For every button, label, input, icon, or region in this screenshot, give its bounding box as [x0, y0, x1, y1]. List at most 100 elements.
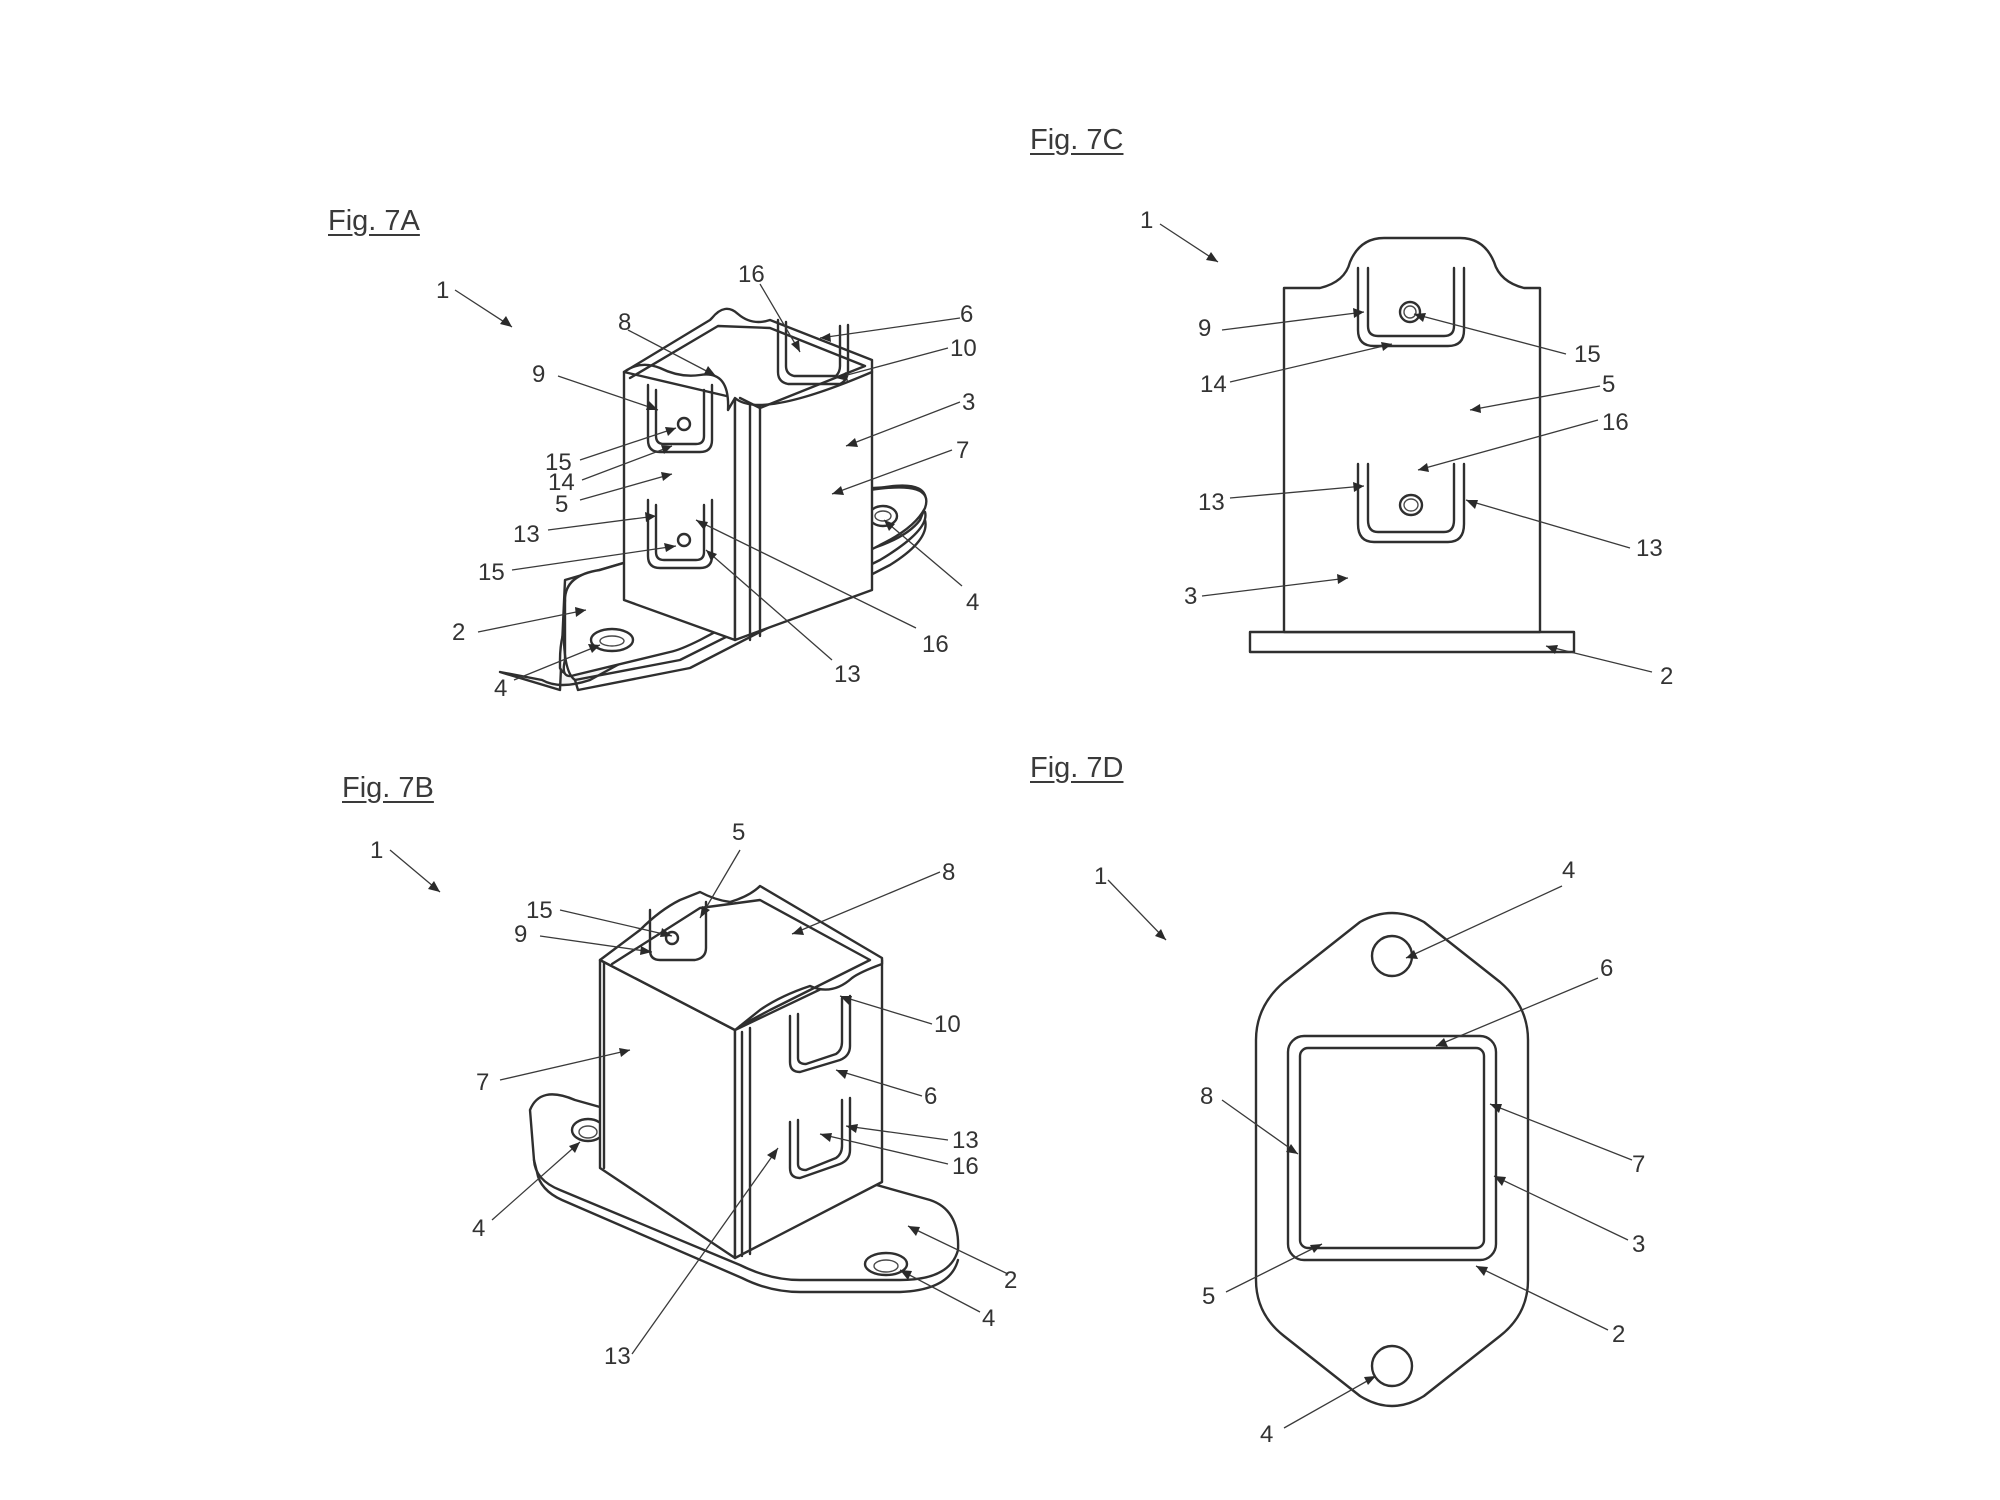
- drawing-stroke: [1403, 305, 1417, 319]
- figure-7b-drawing: 1 5 8 15 9 10 7 6 13 16 4: [370, 819, 1017, 1370]
- reference-numeral: 4: [472, 1215, 485, 1242]
- arrowhead: [1381, 342, 1392, 351]
- leader-line: [705, 549, 833, 661]
- arrowhead: [792, 926, 804, 935]
- arrowhead: [820, 1133, 832, 1142]
- leader-line: [631, 1147, 779, 1355]
- figure-7c-callouts: 1 9 15 14 5 16 13 13 3 2: [1140, 207, 1673, 690]
- arrowhead: [664, 543, 676, 552]
- arrowhead: [1353, 308, 1364, 318]
- arrowhead: [1466, 500, 1478, 509]
- leader-line: [1201, 577, 1349, 597]
- arrowhead: [836, 1070, 848, 1079]
- reference-numeral: 6: [1600, 955, 1613, 982]
- reference-numeral: 15: [526, 897, 553, 924]
- leader-line: [1405, 885, 1563, 959]
- arrowhead: [908, 1226, 920, 1236]
- drawing-stroke: [796, 1098, 844, 1172]
- drawing-stroke: [1366, 266, 1456, 338]
- reference-numeral: 8: [618, 309, 631, 336]
- leader-line: [1489, 1103, 1633, 1161]
- leader-line: [1417, 419, 1599, 471]
- arrowhead: [836, 372, 848, 381]
- leader-line: [835, 347, 949, 379]
- drawing-stroke: [562, 510, 927, 682]
- arrowhead: [900, 1270, 912, 1280]
- leader-line: [627, 329, 717, 377]
- leader-line: [547, 515, 657, 531]
- drawing-stroke: [654, 388, 706, 446]
- reference-numeral: 13: [513, 521, 540, 548]
- leader-line: [579, 473, 673, 501]
- reference-numeral: 3: [1184, 583, 1197, 610]
- drawing-stroke: [573, 518, 927, 692]
- leader-line: [835, 1069, 923, 1097]
- arrowhead: [640, 946, 652, 955]
- post-left-face: [622, 370, 737, 642]
- arrowhead: [428, 881, 440, 892]
- slot-lower: [1356, 462, 1466, 544]
- reference-numeral: 13: [604, 1343, 631, 1370]
- leader-line: [831, 449, 953, 495]
- arrowhead: [1418, 463, 1429, 472]
- reference-numeral: 9: [532, 361, 545, 388]
- reference-numeral: 15: [545, 449, 572, 476]
- arrowhead: [665, 427, 676, 436]
- leader-line: [1229, 343, 1393, 383]
- reference-numeral: 1: [1140, 207, 1153, 234]
- arrowhead: [840, 996, 852, 1005]
- reference-numeral: 13: [1198, 489, 1225, 516]
- leader-line: [1107, 879, 1167, 941]
- post-top-rim: [598, 884, 884, 1032]
- leader-line: [557, 375, 659, 411]
- reference-numeral: 5: [555, 491, 568, 518]
- drawing-stroke: [874, 510, 892, 522]
- reference-numeral: 1: [436, 277, 449, 304]
- slot-upper-right: [788, 994, 852, 1074]
- hole-upper: [1398, 300, 1422, 324]
- arrowhead: [1406, 950, 1418, 959]
- arrowhead: [846, 1124, 858, 1133]
- reference-numeral: 6: [924, 1083, 937, 1110]
- slot-lower-left: [646, 498, 714, 570]
- hole-lower: [1398, 493, 1424, 517]
- reference-numeral: 9: [514, 921, 527, 948]
- drawing-stroke: [1403, 498, 1419, 512]
- figure-7b: Fig. 7B: [0, 760, 1017, 1500]
- reference-numeral: 16: [1602, 409, 1629, 436]
- reference-numeral: 6: [960, 301, 973, 328]
- drawing-stroke: [664, 930, 680, 946]
- drawing-stroke: [648, 900, 708, 962]
- arrowhead: [820, 333, 831, 342]
- arrowhead: [1206, 252, 1218, 262]
- leader-line: [491, 1141, 581, 1221]
- arrowhead: [832, 486, 844, 495]
- reference-numeral: 16: [952, 1153, 979, 1180]
- leader-line: [513, 644, 601, 681]
- drawing-stroke: [532, 1158, 960, 1294]
- reference-numeral: 14: [1200, 371, 1227, 398]
- leader-line: [839, 995, 933, 1025]
- reference-numeral: 15: [1574, 341, 1601, 368]
- reference-numeral: 4: [982, 1305, 995, 1332]
- bolt-hole-front: [589, 627, 635, 653]
- arrowhead: [1286, 1144, 1298, 1154]
- reference-numeral: 4: [966, 589, 979, 616]
- figure-7a-drawing: 1 16 6 8 10 9 3 15 7 14 5: [436, 261, 979, 702]
- arrowhead: [704, 366, 716, 376]
- arrowhead: [846, 438, 858, 447]
- leader-line: [883, 519, 963, 587]
- arrowhead: [1490, 1104, 1502, 1113]
- leader-line: [559, 909, 673, 937]
- leader-line: [695, 519, 917, 629]
- figure-7a: Fig. 7A: [0, 0, 1000, 760]
- reference-numeral: 8: [1200, 1083, 1213, 1110]
- arrowhead: [1364, 1376, 1376, 1385]
- reference-numeral: 16: [738, 261, 765, 288]
- drawing-stroke: [784, 320, 842, 378]
- drawing-stroke: [796, 996, 844, 1066]
- reference-numeral: 4: [1562, 857, 1575, 884]
- arrowhead: [1414, 313, 1426, 322]
- arrowhead: [1546, 645, 1558, 654]
